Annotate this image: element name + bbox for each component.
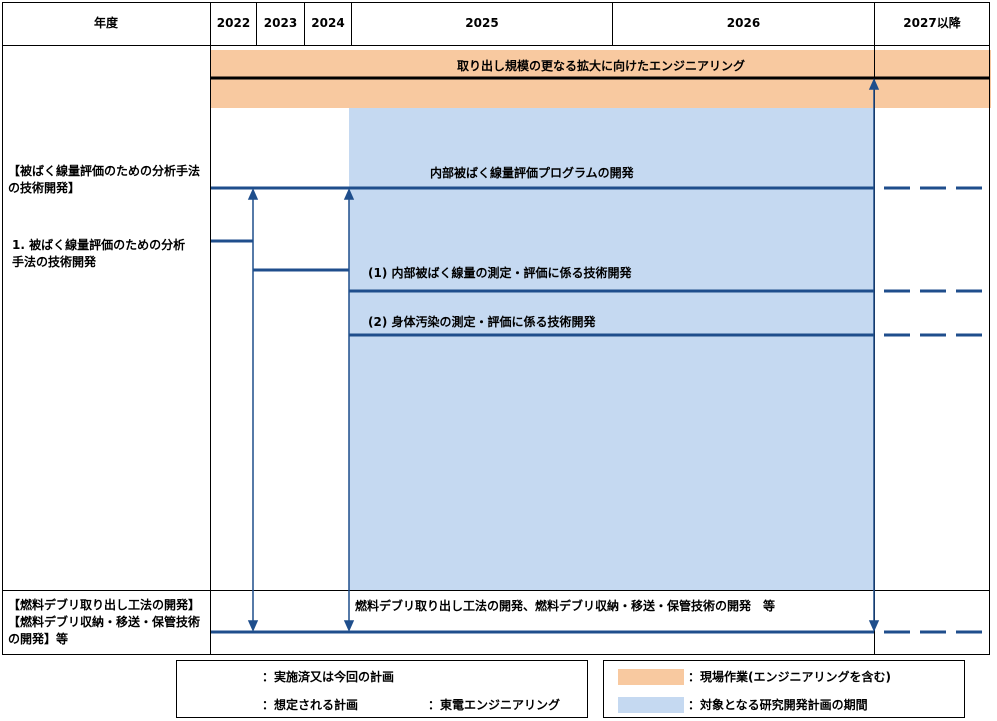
legend-blue-label: ：対象となる研究開発計画の期間: [688, 698, 868, 712]
legend-orange-label: ：現場作業(エンジニアリングを含む): [688, 670, 891, 684]
section2-label: 【燃料デブリ取り出し工法の開発】【燃料デブリ収納・移送・保管技術の開発】等: [8, 598, 201, 646]
sub2-label: (2) 身体汚染の測定・評価に係る技術開発: [368, 315, 596, 329]
item1-label: 1. 被ばく線量評価のための分析手法の技術開発: [12, 238, 186, 269]
header-year-2022: 2022: [216, 16, 251, 30]
bottom-label: 燃料デブリ取り出し工法の開発、燃料デブリ収納・移送・保管技術の開発 等: [355, 599, 776, 613]
program-dev-label: 内部被ばく線量評価プログラムの開発: [430, 166, 634, 180]
legend-orange-swatch: [618, 669, 684, 685]
header-year-2025: 2025: [465, 16, 499, 30]
header-year-2027-later: 2027以降: [903, 16, 961, 30]
legend-box-lines: [176, 660, 588, 718]
header-year-2024: 2024: [311, 16, 345, 30]
header-year-label: 年度: [93, 16, 118, 30]
section1-label: 【被ばく線量評価のための分析手法の技術開発】: [8, 164, 201, 195]
legend-blue-swatch: [618, 697, 684, 713]
legend-black-label: ：東電エンジニアリング: [428, 698, 561, 712]
engineering-title: 取り出し規模の更なる拡大に向けたエンジニアリング: [456, 59, 745, 73]
legend-solid-label: ：実施済又は今回の計画: [262, 670, 395, 684]
sub1-label: (1) 内部被ばく線量の測定・評価に係る技術開発: [368, 266, 632, 280]
header-year-2026: 2026: [726, 16, 761, 30]
header-year-2023: 2023: [263, 16, 298, 30]
legend-dashed-label: ：想定される計画: [262, 698, 359, 712]
